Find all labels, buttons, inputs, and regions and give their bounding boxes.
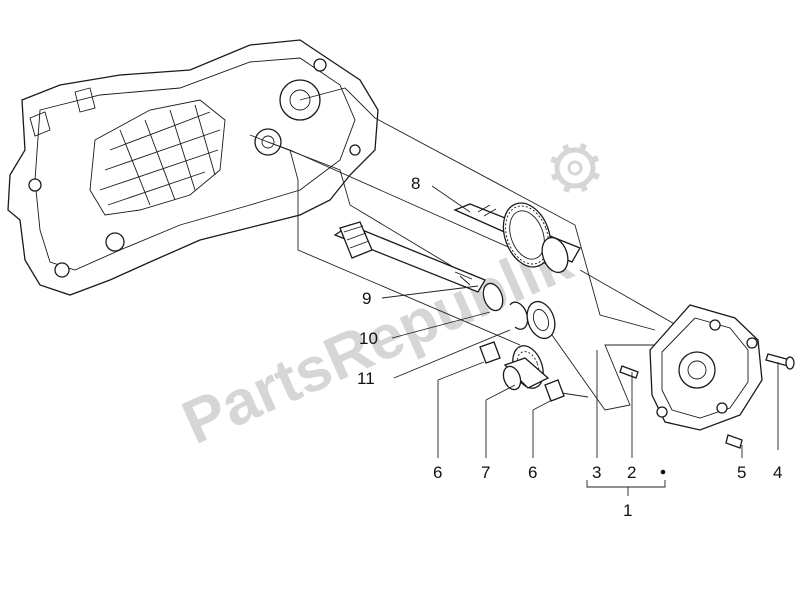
callout-4: 4 <box>773 463 782 482</box>
part-1-transmission-cover <box>649 304 763 431</box>
part-6-bush-right <box>544 379 565 402</box>
callout-10: 10 <box>359 329 378 348</box>
part-9-pinion-shaft <box>333 221 486 293</box>
part-3-bearing <box>526 300 556 340</box>
part-10-circlip <box>482 282 529 330</box>
part-2-dowel-pin <box>619 365 639 379</box>
gear-icon <box>550 143 600 193</box>
part-4-screw <box>765 353 795 370</box>
callout-6-left: 6 <box>433 463 442 482</box>
crankcase <box>7 39 379 296</box>
callout-3: 3 <box>592 463 601 482</box>
part-8-gear-shaft <box>453 202 581 274</box>
callout-1: 1 <box>623 501 632 520</box>
callout-11: 11 <box>357 369 375 388</box>
callout-5: 5 <box>737 463 746 482</box>
callout-labels: 8 9 10 11 6 7 6 3 2 5 4 1 <box>357 174 782 520</box>
explode-lines <box>249 87 686 411</box>
callout-2: 2 <box>627 463 636 482</box>
part-11-bush <box>479 341 501 364</box>
part-5-screw <box>725 434 743 449</box>
leader-lines <box>381 185 779 496</box>
callout-7: 7 <box>481 463 490 482</box>
callout-9: 9 <box>362 289 371 308</box>
callout-8: 8 <box>411 174 420 193</box>
part-7-secondary-gear <box>502 345 550 391</box>
callout-6-right: 6 <box>528 463 537 482</box>
